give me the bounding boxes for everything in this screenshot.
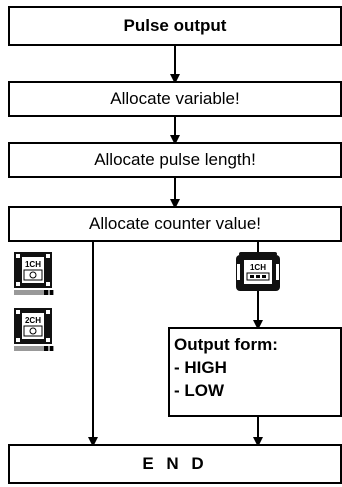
step-allocate-counter-value-label: Allocate counter value!	[89, 214, 261, 233]
step-allocate-pulse-length-label: Allocate pulse length!	[94, 150, 256, 169]
step-allocate-variable: Allocate variable!	[8, 81, 342, 117]
step-allocate-counter-value: Allocate counter value!	[8, 206, 342, 242]
device-1ch-icon-right: 1CH	[236, 252, 280, 291]
output-form-option-low: - LOW	[174, 381, 225, 400]
step-pulse-output: Pulse output	[8, 6, 342, 46]
step-end-label: E N D	[142, 454, 208, 473]
output-form-box: Output form: - HIGH - LOW	[168, 327, 342, 417]
step-allocate-pulse-length: Allocate pulse length!	[8, 142, 342, 178]
device-2ch-icon-left: 2CH	[14, 308, 54, 351]
step-end: E N D	[8, 444, 342, 484]
device-1ch-left-text: 1CH	[25, 260, 41, 269]
device-1ch-right-text: 1CH	[250, 263, 266, 272]
output-form-option-high: - HIGH	[174, 358, 227, 377]
step-pulse-output-label: Pulse output	[123, 16, 227, 35]
step-allocate-variable-label: Allocate variable!	[110, 89, 240, 108]
device-1ch-icon-left: 1CH	[14, 252, 54, 295]
device-2ch-left-text: 2CH	[25, 316, 41, 325]
output-form-heading: Output form:	[174, 335, 278, 354]
